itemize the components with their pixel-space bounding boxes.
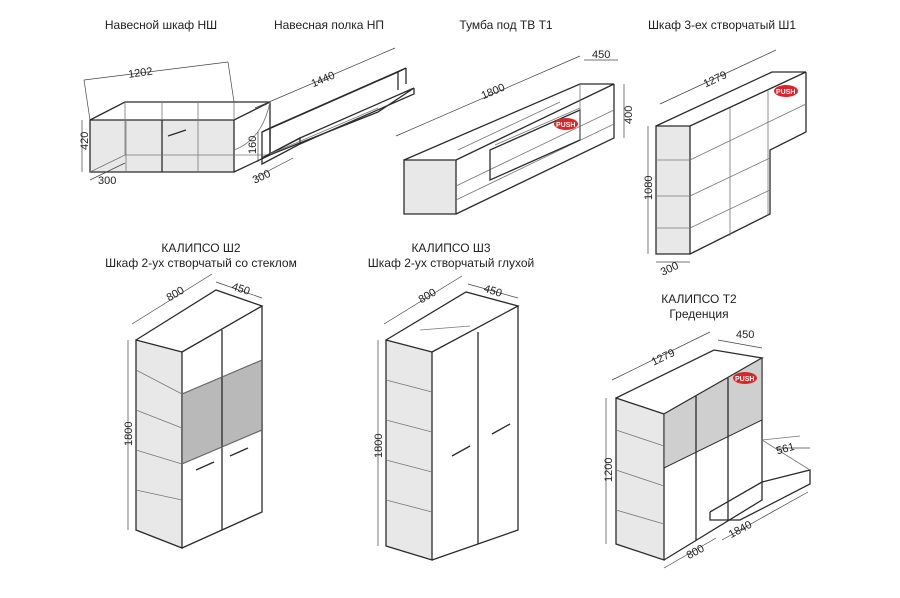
dim-t1-depth: 450: [592, 49, 610, 61]
title-nsh: Навесной шкаф НШ: [105, 18, 217, 33]
title-sh2: КАЛИПСО Ш2 Шкаф 2-ух створчатый со стекл…: [105, 241, 297, 271]
drawing-sh3: 800 450 1800: [373, 275, 520, 561]
drawing-sh1: 1279 1080 300 PUSH: [643, 49, 807, 279]
dim-nsh-width: 1202: [127, 66, 153, 81]
push-badge-sh1-text: PUSH: [776, 89, 795, 96]
title-t2-line2: Греденция: [669, 307, 729, 321]
dim-sh2-height: 1800: [123, 422, 135, 446]
title-t1-line1: Тумба под ТВ Т1: [459, 18, 553, 32]
dim-t1-height: 400: [623, 106, 635, 124]
drawing-np: 1440 160 300: [247, 47, 415, 187]
drawing-t1: 1800 450 400 PUSH: [395, 49, 635, 215]
push-badge-t1: PUSH: [554, 118, 578, 130]
title-sh3: КАЛИПСО Ш3 Шкаф 2-ух створчатый глухой: [368, 241, 534, 271]
title-sh1-line1: Шкаф 3-ех створчатый Ш1: [647, 18, 797, 32]
dim-sh3-depth: 450: [482, 283, 503, 300]
title-sh2-line1: КАЛИПСО Ш2: [161, 241, 241, 255]
push-badge-sh1: PUSH: [774, 85, 798, 97]
dim-sh3-width: 800: [417, 286, 439, 306]
title-np: Навесная полка НП: [274, 18, 384, 33]
drawing-t2: 1279 450 1200 800 1840 561 PUSH: [603, 329, 811, 569]
dim-sh1-depth: 300: [659, 260, 681, 279]
title-t2-line1: КАЛИПСО Т2: [661, 292, 737, 306]
push-badge-t2: PUSH: [733, 372, 757, 384]
dim-t2-depth: 450: [736, 329, 754, 341]
title-nsh-line1: Навесной шкаф НШ: [104, 18, 218, 32]
dim-sh1-width: 1279: [702, 69, 729, 90]
drawing-sh2: 800 450 1800: [123, 273, 264, 549]
dim-sh3-height: 1800: [373, 434, 385, 458]
title-sh3-line2: Шкаф 2-ух створчатый глухой: [367, 256, 535, 270]
dim-sh2-width: 800: [165, 284, 187, 304]
dim-t2-extension: 561: [775, 441, 796, 457]
push-badge-t2-text: PUSH: [735, 376, 754, 383]
push-badge-t1-text: PUSH: [556, 122, 575, 129]
dim-t2-total-length: 1840: [727, 519, 754, 541]
dim-np-width: 1440: [310, 70, 337, 91]
title-t1: Тумба под ТВ Т1: [459, 18, 552, 33]
dim-nsh-depth: 300: [98, 175, 116, 187]
drawing-nsh: 1202 420 300: [79, 61, 271, 187]
dim-t2-height: 1200: [603, 458, 615, 482]
dim-nsh-height: 420: [79, 132, 91, 150]
title-t2: КАЛИПСО Т2 Греденция: [661, 292, 736, 322]
title-sh1: Шкаф 3-ех створчатый Ш1: [648, 18, 796, 33]
dim-t1-width: 1800: [480, 82, 507, 103]
dim-np-height: 160: [247, 136, 259, 154]
title-np-line1: Навесная полка НП: [273, 18, 385, 32]
title-sh3-line1: КАЛИПСО Ш3: [411, 241, 491, 255]
title-sh2-line2: Шкаф 2-ух створчатый со стеклом: [105, 256, 297, 270]
dim-sh1-height: 1080: [643, 176, 655, 200]
dim-sh2-depth: 450: [230, 281, 251, 298]
dim-t2-width: 1279: [650, 347, 677, 369]
